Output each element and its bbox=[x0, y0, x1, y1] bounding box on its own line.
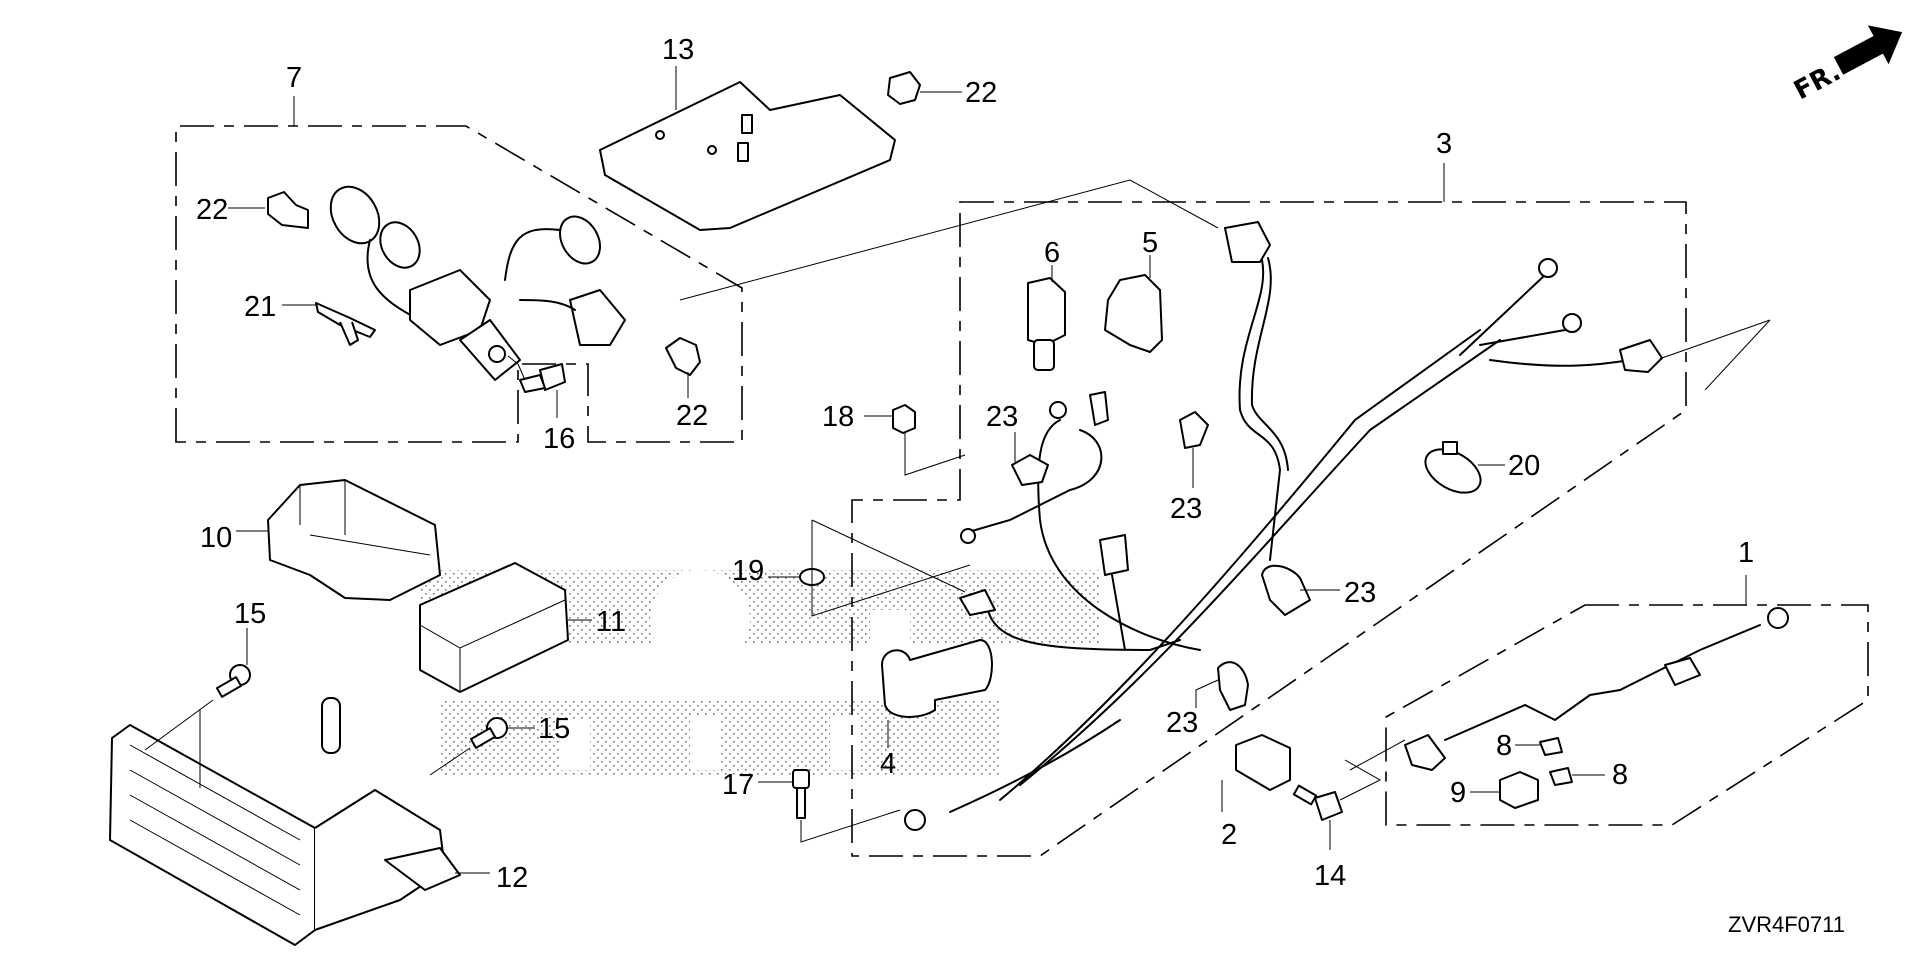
callout-23: 23 bbox=[1344, 577, 1376, 609]
leader-lines bbox=[679, 179, 1406, 771]
callout-12: 12 bbox=[496, 862, 528, 894]
callout-5: 5 bbox=[1142, 227, 1158, 259]
part-19-washer bbox=[768, 519, 971, 617]
part-23-clip-d bbox=[1195, 661, 1249, 711]
part-9-connector bbox=[1470, 771, 1539, 809]
callout-7: 7 bbox=[286, 62, 302, 94]
callout-6: 6 bbox=[1044, 237, 1060, 269]
part-21-clip bbox=[282, 302, 376, 346]
part-8-terminal-a bbox=[1515, 737, 1563, 756]
callout-23: 23 bbox=[1170, 493, 1202, 525]
part-17-bolt bbox=[758, 769, 901, 843]
part-23-clip-a bbox=[1011, 432, 1049, 486]
part-6-cap bbox=[1027, 265, 1066, 371]
callout-8: 8 bbox=[1612, 759, 1628, 791]
part-13-bracket bbox=[599, 66, 896, 231]
arrow-up-right-icon bbox=[1833, 25, 1903, 75]
part-22-clip-top bbox=[887, 71, 962, 105]
part-11-cover bbox=[419, 562, 592, 693]
part-7-harness bbox=[329, 185, 626, 381]
callout-8: 8 bbox=[1496, 730, 1512, 762]
callout-17: 17 bbox=[722, 769, 754, 801]
group-box-1 bbox=[1385, 575, 1869, 826]
callout-22: 22 bbox=[965, 77, 997, 109]
group-box-7 bbox=[175, 96, 743, 443]
part-8-terminal-b bbox=[1549, 767, 1605, 786]
part-10-box bbox=[236, 479, 441, 601]
part-18-nut bbox=[864, 404, 966, 476]
callout-19: 19 bbox=[732, 555, 764, 587]
callout-22: 22 bbox=[676, 400, 708, 432]
part-4-cover bbox=[881, 639, 993, 748]
callout-23: 23 bbox=[1166, 707, 1198, 739]
part-16-bolt bbox=[507, 355, 566, 418]
part-5-cap bbox=[1104, 255, 1163, 353]
callout-9: 9 bbox=[1450, 777, 1466, 809]
part-23-clip-b bbox=[1179, 411, 1209, 488]
part-22-clip-left bbox=[228, 191, 309, 229]
callout-15: 15 bbox=[538, 713, 570, 745]
callout-3: 3 bbox=[1436, 128, 1452, 160]
part-3-harness bbox=[904, 221, 1771, 831]
part-22-clip-mid bbox=[665, 337, 701, 398]
callout-16: 16 bbox=[543, 423, 575, 455]
part-15-bolt-a bbox=[144, 628, 251, 788]
part-2-bracket bbox=[1221, 734, 1291, 812]
callout-10: 10 bbox=[200, 522, 232, 554]
callout-labels: 13 22 7 3 22 6 5 21 22 16 18 23 23 20 10… bbox=[196, 34, 1754, 894]
callout-21: 21 bbox=[244, 291, 276, 323]
callout-13: 13 bbox=[662, 34, 694, 66]
callout-15: 15 bbox=[234, 598, 266, 630]
front-direction-indicator: FR. bbox=[1789, 25, 1903, 106]
part-12-tray bbox=[109, 697, 490, 946]
part-23-clip-c bbox=[1261, 564, 1340, 616]
callout-20: 20 bbox=[1508, 450, 1540, 482]
callout-4: 4 bbox=[880, 748, 896, 780]
part-20-clamp bbox=[1424, 441, 1505, 494]
drawing-code: ZVR4F0711 bbox=[1728, 912, 1845, 937]
front-label: FR. bbox=[1789, 57, 1846, 106]
callout-11: 11 bbox=[596, 606, 626, 638]
callout-2: 2 bbox=[1221, 819, 1237, 851]
part-15-bolt-b bbox=[429, 717, 535, 776]
callout-22: 22 bbox=[196, 194, 228, 226]
callout-1: 1 bbox=[1738, 537, 1754, 569]
group-box-3 bbox=[851, 163, 1687, 857]
part-1-cable bbox=[1404, 607, 1789, 771]
callout-14: 14 bbox=[1314, 860, 1346, 892]
callout-23: 23 bbox=[986, 401, 1018, 433]
part-14-bolt bbox=[1292, 759, 1382, 850]
callout-18: 18 bbox=[822, 401, 854, 433]
